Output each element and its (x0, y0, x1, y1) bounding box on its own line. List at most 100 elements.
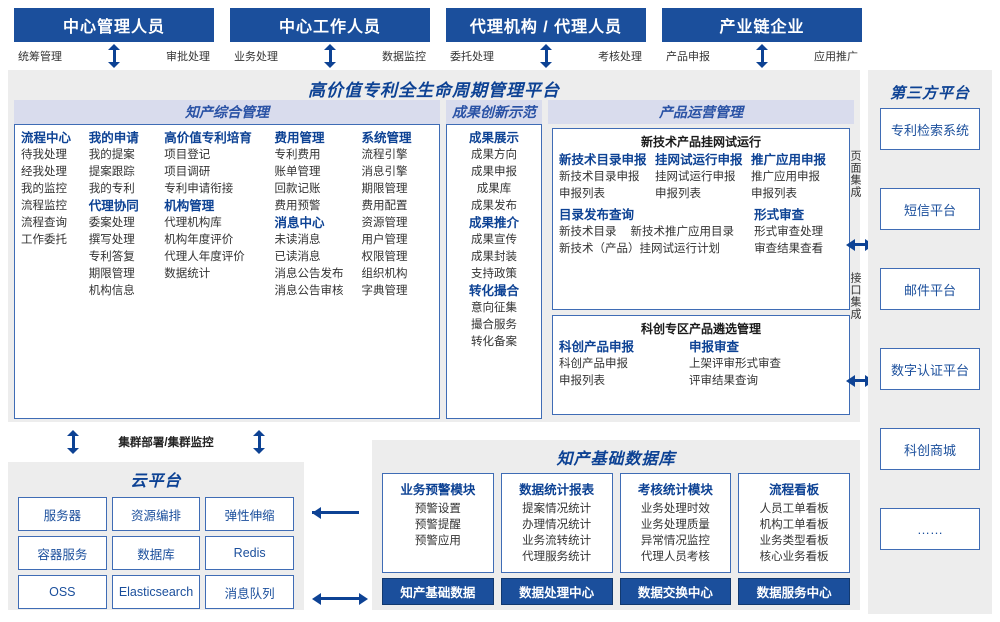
ip-item-2-0-1[interactable]: 项目调研 (164, 166, 211, 178)
ip-item-4-0-5[interactable]: 用户管理 (361, 234, 408, 246)
ip-item-4-0-6[interactable]: 权限管理 (361, 251, 408, 263)
db-chip-2[interactable]: 数据交换中心 (619, 578, 732, 605)
cloud-cell-8[interactable]: 消息队列 (205, 575, 294, 609)
ip-item-1-1-4[interactable]: 机构信息 (88, 285, 135, 297)
ip-item-4-0-1[interactable]: 消息引擎 (361, 166, 408, 178)
ip-item-2-0-2[interactable]: 专利申请衔接 (164, 183, 234, 195)
ip-item-2-0-0[interactable]: 项目登记 (164, 149, 211, 161)
ip-item-1-1-1[interactable]: 撰写处理 (88, 234, 135, 246)
ip-item-0-0-0[interactable]: 待我处理 (21, 149, 67, 161)
cloud-cell-6[interactable]: OSS (18, 575, 107, 609)
po-row2-right-item-0[interactable]: 形式审查处理 (754, 226, 824, 238)
ach-item-0-2[interactable]: 成果库 (476, 183, 512, 195)
ip-item-1-1-3[interactable]: 期限管理 (88, 268, 135, 280)
ip-item-3-1-0[interactable]: 未读消息 (274, 234, 321, 246)
ip-item-3-0-0[interactable]: 专利费用 (274, 149, 321, 161)
ip-item-4-0-3[interactable]: 费用配置 (361, 200, 408, 212)
db-card-item-0-2[interactable]: 预警应用 (414, 535, 461, 547)
db-chip-0[interactable]: 知产基础数据 (382, 578, 494, 605)
ip-item-0-0-2[interactable]: 我的监控 (21, 183, 67, 195)
ip-item-1-1-2[interactable]: 专利答复 (88, 251, 135, 263)
ach-item-0-3[interactable]: 成果发布 (471, 200, 517, 212)
ip-item-1-1-0[interactable]: 委案处理 (88, 217, 135, 229)
cloud-cell-0[interactable]: 服务器 (18, 497, 107, 531)
ip-item-4-0-0[interactable]: 流程引擎 (361, 149, 408, 161)
po-box1-item-0-1[interactable]: 申报列表 (559, 188, 605, 200)
ach-item-2-2[interactable]: 转化备案 (471, 336, 517, 348)
third-party-item-2[interactable]: 邮件平台 (880, 268, 980, 310)
ip-item-3-1-3[interactable]: 消息公告审核 (274, 285, 344, 297)
db-card-item-1-0[interactable]: 提案情况统计 (522, 503, 592, 515)
ip-group-title-0-0: 流程中心 (21, 131, 72, 145)
ach-item-1-0[interactable]: 成果宣传 (471, 234, 517, 246)
po-box1-item-1-1[interactable]: 申报列表 (655, 188, 701, 200)
po-box2-item-1-1[interactable]: 评审结果查询 (689, 375, 758, 387)
po-row2-left-item-0[interactable]: 新技术目录 (559, 226, 617, 238)
db-card-item-2-1[interactable]: 业务处理质量 (640, 519, 710, 531)
db-card-item-3-2[interactable]: 业务类型看板 (759, 535, 829, 547)
cloud-cell-4[interactable]: 数据库 (111, 536, 201, 570)
ip-item-0-0-4[interactable]: 流程查询 (21, 217, 67, 229)
cloud-cell-5[interactable]: Redis (205, 536, 294, 570)
ach-item-1-2[interactable]: 支持政策 (471, 268, 517, 280)
cloud-cell-3[interactable]: 容器服务 (18, 536, 107, 570)
ip-item-3-1-2[interactable]: 消息公告发布 (274, 268, 344, 280)
third-party-item-5[interactable]: …… (880, 508, 980, 550)
ip-item-2-1-3[interactable]: 数据统计 (164, 268, 211, 280)
db-card-item-1-1[interactable]: 办理情况统计 (522, 519, 592, 531)
db-card-item-0-1[interactable]: 预警提醒 (414, 519, 461, 531)
ip-item-1-0-2[interactable]: 我的专利 (88, 183, 135, 195)
ach-item-2-1[interactable]: 撮合服务 (471, 319, 517, 331)
ip-item-4-0-7[interactable]: 组织机构 (361, 268, 408, 280)
db-card-item-1-3[interactable]: 代理服务统计 (522, 551, 592, 563)
po-box1-item-0-0[interactable]: 新技术目录申报 (559, 171, 640, 183)
cloud-cell-7[interactable]: Elasticsearch (111, 575, 201, 609)
db-card-item-3-1[interactable]: 机构工单看板 (759, 519, 829, 531)
po-row2-left-item-1[interactable]: 新技术推广应用目录 (630, 226, 735, 238)
ip-item-2-1-0[interactable]: 代理机构库 (164, 217, 222, 229)
db-card-item-3-0[interactable]: 人员工单看板 (759, 503, 829, 515)
po-box2-item-0-1[interactable]: 申报列表 (559, 375, 605, 387)
cloud-cell-2[interactable]: 弹性伸缩 (205, 497, 294, 531)
ach-item-0-0[interactable]: 成果方向 (471, 149, 517, 161)
po-box1-item-1-0[interactable]: 挂网试运行申报 (655, 171, 736, 183)
po-row2-left-line-0[interactable]: 新技术目录 新技术推广应用目录 (559, 224, 750, 241)
ip-item-2-1-2[interactable]: 代理人年度评价 (164, 251, 245, 263)
db-card-item-2-3[interactable]: 代理人员考核 (640, 551, 710, 563)
ip-item-0-0-5[interactable]: 工作委托 (21, 234, 67, 246)
third-party-item-4[interactable]: 科创商城 (880, 428, 980, 470)
ip-item-3-1-1[interactable]: 已读消息 (274, 251, 321, 263)
db-card-item-2-2[interactable]: 异常情况监控 (640, 535, 710, 547)
po-row2-right-item-1[interactable]: 审查结果查看 (754, 243, 824, 255)
db-chip-3[interactable]: 数据服务中心 (738, 578, 850, 605)
ip-item-4-0-4[interactable]: 资源管理 (361, 217, 408, 229)
ip-item-3-0-1[interactable]: 账单管理 (274, 166, 321, 178)
third-party-item-1[interactable]: 短信平台 (880, 188, 980, 230)
db-card-item-3-3[interactable]: 核心业务看板 (759, 551, 829, 563)
cloud-cell-1[interactable]: 资源编排 (111, 497, 201, 531)
ip-item-4-0-8[interactable]: 字典管理 (361, 285, 408, 297)
ach-item-0-1[interactable]: 成果申报 (471, 166, 517, 178)
db-card-item-1-2[interactable]: 业务流转统计 (522, 535, 592, 547)
ach-item-2-0[interactable]: 意向征集 (471, 302, 517, 314)
ip-item-3-0-3[interactable]: 费用预警 (274, 200, 321, 212)
ip-item-0-0-1[interactable]: 经我处理 (21, 166, 67, 178)
po-box2-item-0-0[interactable]: 科创产品申报 (559, 358, 628, 370)
po-box1-item-2-1[interactable]: 申报列表 (751, 188, 797, 200)
ip-item-1-0-1[interactable]: 提案跟踪 (88, 166, 135, 178)
ip-item-2-1-1[interactable]: 机构年度评价 (164, 234, 234, 246)
ip-item-3-0-2[interactable]: 回款记账 (274, 183, 321, 195)
third-party-item-3[interactable]: 数字认证平台 (880, 348, 980, 390)
db-card-0: 业务预警模块预警设置预警提醒预警应用 (382, 473, 494, 573)
ip-item-4-0-2[interactable]: 期限管理 (361, 183, 408, 195)
db-card-item-0-0[interactable]: 预警设置 (414, 503, 461, 515)
db-card-item-2-0[interactable]: 业务处理时效 (640, 503, 710, 515)
ach-item-1-1[interactable]: 成果封装 (471, 251, 517, 263)
third-party-item-0[interactable]: 专利检索系统 (880, 108, 980, 150)
ip-item-1-0-0[interactable]: 我的提案 (88, 149, 135, 161)
po-box2-item-1-0[interactable]: 上架评审形式审查 (689, 358, 781, 370)
po-row2-left-item-2[interactable]: 新技术（产品）挂网试运行计划 (559, 243, 720, 255)
ip-item-0-0-3[interactable]: 流程监控 (21, 200, 67, 212)
db-chip-1[interactable]: 数据处理中心 (500, 578, 613, 605)
po-box1-item-2-0[interactable]: 推广应用申报 (751, 171, 820, 183)
